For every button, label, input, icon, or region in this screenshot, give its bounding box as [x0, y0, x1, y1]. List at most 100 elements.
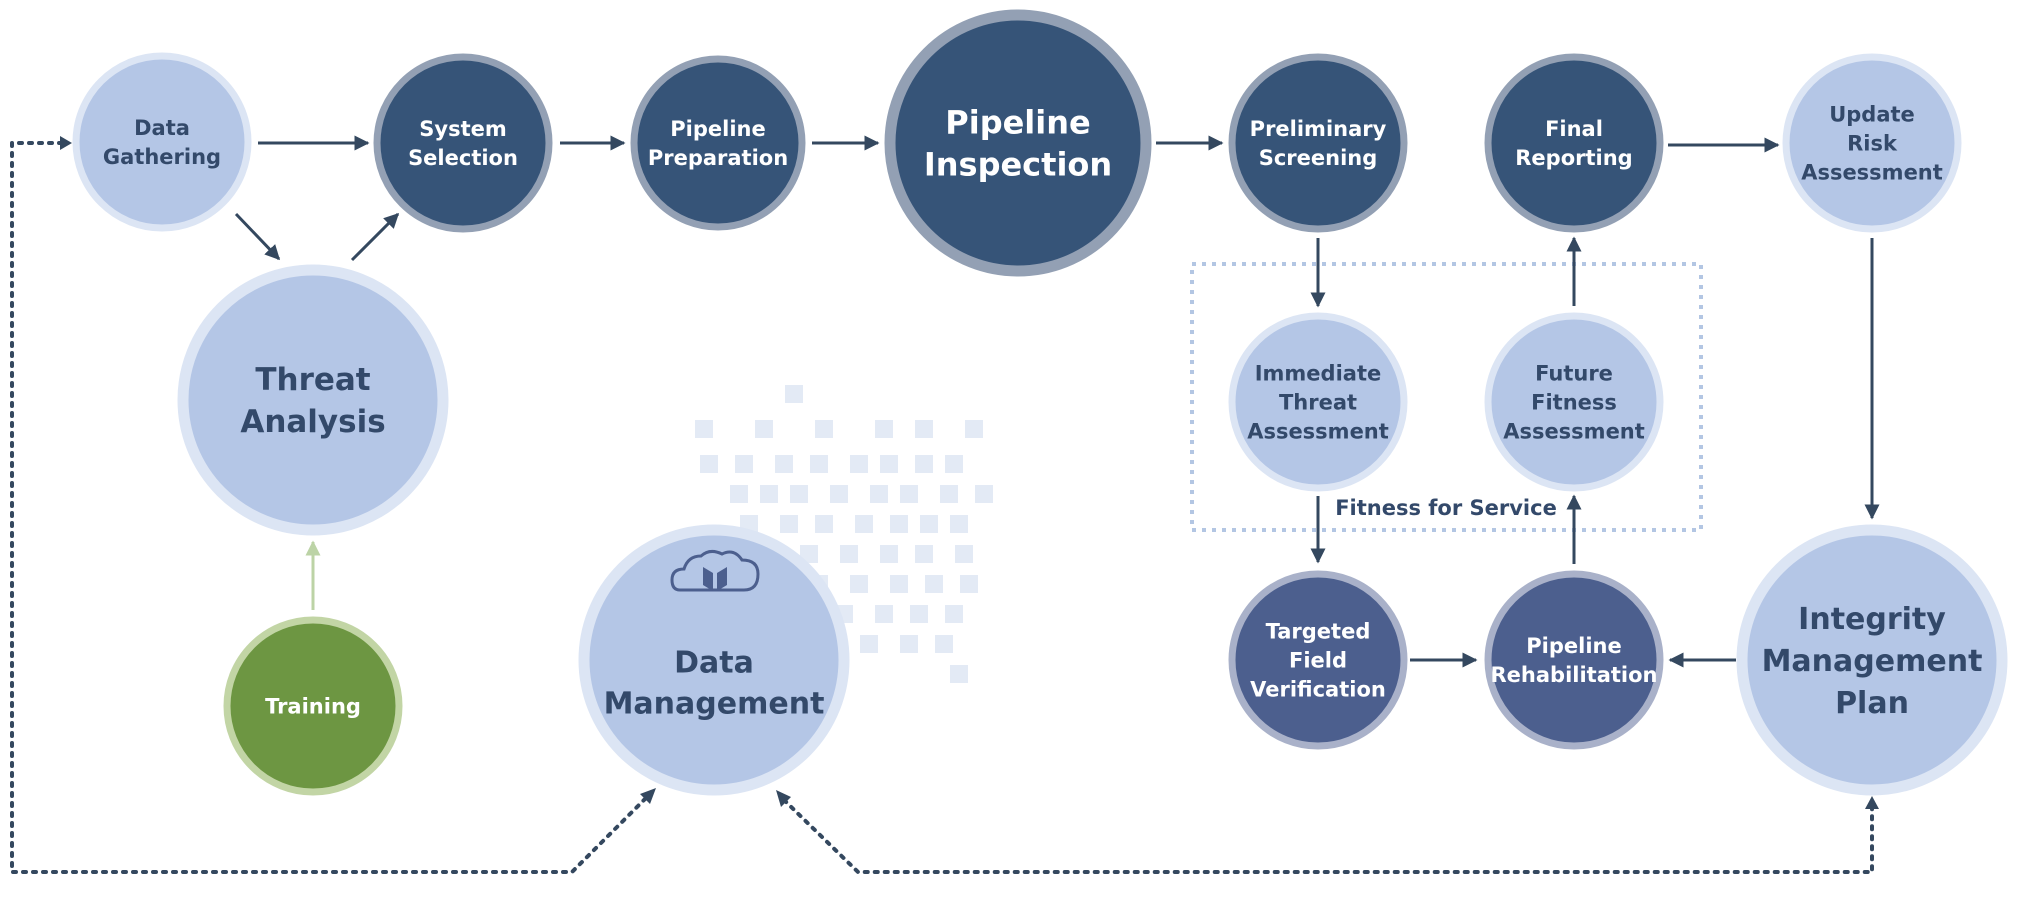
pixel-square — [790, 485, 808, 503]
pixel-square — [925, 575, 943, 593]
node-circle — [1484, 312, 1664, 492]
pixel-square — [945, 455, 963, 473]
node-label-line: Assessment — [1503, 420, 1645, 444]
pixel-square — [945, 605, 963, 623]
pixel-square — [915, 455, 933, 473]
node-label-line: Update — [1829, 103, 1915, 127]
pixel-square — [780, 515, 798, 533]
node-label-line: Pipeline — [670, 117, 765, 141]
node-circle — [578, 524, 850, 796]
pixel-square — [730, 485, 748, 503]
pixel-square — [700, 455, 718, 473]
node-label-line: Assessment — [1247, 420, 1389, 444]
pixel-square — [900, 635, 918, 653]
arrow-gathering-threat — [234, 212, 281, 261]
node-circle — [1484, 570, 1664, 750]
pixel-square — [935, 635, 953, 653]
pixel-square — [855, 515, 873, 533]
node-circle — [630, 55, 806, 231]
pixel-square — [735, 455, 753, 473]
pixel-square — [850, 575, 868, 593]
pixel-square — [810, 455, 828, 473]
pixel-square — [900, 485, 918, 503]
connector-arrows — [234, 135, 1880, 668]
node-label-line: Inspection — [924, 146, 1112, 184]
pixel-square — [940, 485, 958, 503]
node-label-line: Threat — [255, 362, 370, 398]
pixel-square — [920, 515, 938, 533]
node-circle — [373, 53, 553, 233]
node-label-line: Final — [1545, 117, 1603, 141]
node-label-line: Selection — [408, 146, 518, 170]
node-label-line: Analysis — [240, 404, 385, 440]
node-circle — [72, 52, 252, 232]
node-label-line: Risk — [1847, 132, 1898, 156]
pixel-square — [950, 515, 968, 533]
node-label-line: Training — [265, 695, 361, 719]
node-label-line: System — [419, 117, 506, 141]
pixel-square — [800, 545, 818, 563]
pixel-square — [785, 385, 803, 403]
node-circle — [223, 616, 403, 796]
node-circle — [1228, 570, 1408, 750]
pixel-square — [775, 455, 793, 473]
node-circle — [177, 264, 449, 536]
node-circle — [1228, 53, 1408, 233]
pixel-square — [815, 515, 833, 533]
node-label-line: Field — [1289, 649, 1347, 673]
pixel-square — [840, 545, 858, 563]
node-label-line: Pipeline — [1526, 634, 1621, 658]
loop-arrowhead-left — [640, 788, 656, 804]
loop-path-left — [10, 141, 650, 874]
node-label-line: Screening — [1259, 146, 1378, 170]
pixel-square — [910, 605, 928, 623]
node-label-line: Plan — [1835, 686, 1909, 721]
loop-path-right — [782, 798, 1874, 874]
fitness-for-service-box — [1190, 262, 1703, 532]
loop-arrowhead-data-gathering — [60, 136, 72, 150]
pixel-square — [880, 455, 898, 473]
node-label-line: Assessment — [1801, 161, 1943, 185]
node-label-line: Targeted — [1266, 620, 1371, 644]
cloud-icon — [670, 549, 760, 592]
pixel-square — [875, 420, 893, 438]
node-label-line: Fitness — [1531, 391, 1617, 415]
loop-arrowhead-integrity — [1865, 796, 1879, 809]
node-training: Training — [223, 616, 403, 796]
node-label-line: Immediate — [1255, 362, 1382, 386]
pixel-square — [950, 665, 968, 683]
node-label-line: Gathering — [103, 145, 221, 169]
pixel-square — [695, 420, 713, 438]
node-label-line: Data — [134, 116, 190, 140]
node-label-line: Future — [1535, 362, 1613, 386]
node-label-line: Preliminary — [1250, 117, 1387, 141]
node-circle — [1228, 312, 1408, 492]
pixel-square — [815, 420, 833, 438]
node-label-line: Integrity — [1798, 602, 1946, 637]
pixel-square — [755, 420, 773, 438]
node-label-line: Threat — [1279, 391, 1357, 415]
loop-arrowhead-data-management — [776, 790, 791, 807]
node-layer: DataGatheringSystemSelectionPipelinePrep… — [72, 9, 2008, 796]
pixel-square — [860, 635, 878, 653]
pixel-square — [850, 455, 868, 473]
node-label-line: Preparation — [648, 146, 788, 170]
pixel-square — [830, 485, 848, 503]
pixel-square — [965, 420, 983, 438]
node-label-line: Rehabilitation — [1491, 663, 1658, 687]
node-circle — [884, 9, 1152, 277]
pixel-square — [960, 575, 978, 593]
pixel-square — [915, 420, 933, 438]
pixel-square — [890, 515, 908, 533]
pixel-square — [880, 545, 898, 563]
